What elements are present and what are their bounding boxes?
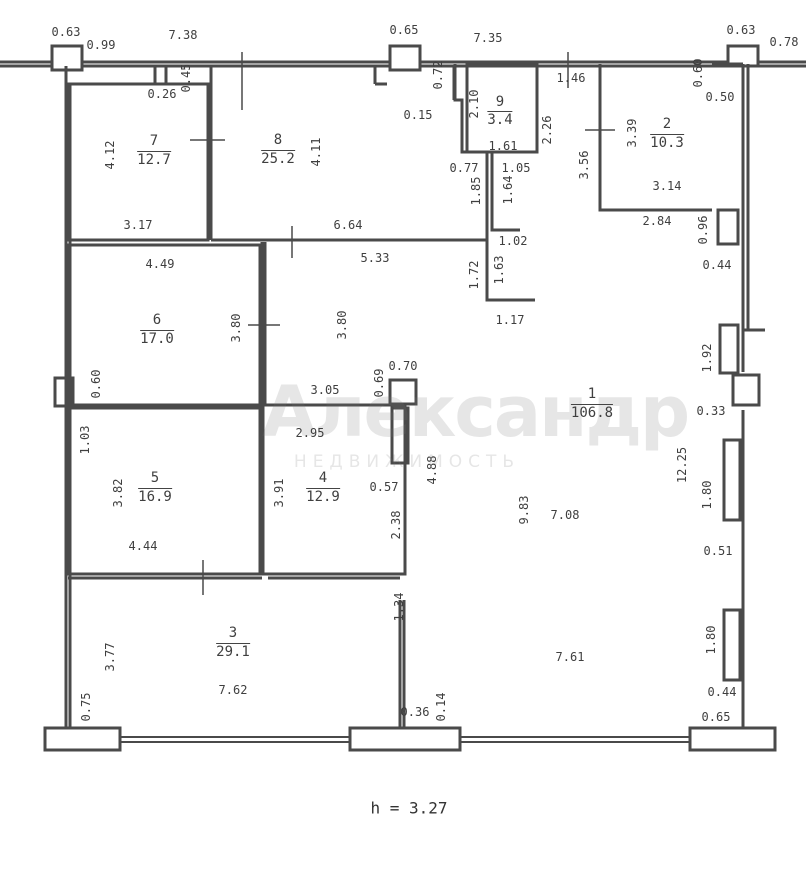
dimension: 0.60 [89, 369, 103, 399]
ceiling-height: h = 3.27 [370, 798, 448, 818]
dimension: 1.61 [488, 139, 518, 153]
room-number: 4 [318, 470, 328, 486]
dimension: 3.39 [625, 118, 639, 148]
dimension: 3.80 [229, 313, 243, 343]
dimension: 1.92 [700, 343, 714, 373]
dimension: 4.12 [103, 140, 117, 170]
dimension: 0.51 [703, 544, 733, 558]
dimension: 1.05 [501, 161, 531, 175]
dimension: 7.35 [473, 31, 503, 45]
dimension: 1.80 [704, 625, 718, 655]
dimension: 0.63 [726, 23, 756, 37]
dimension: 0.44 [707, 685, 737, 699]
dimension: 6.64 [333, 218, 363, 232]
room-area: 29.1 [216, 643, 250, 660]
dimension: 0.70 [388, 359, 418, 373]
dimension: 0.77 [449, 161, 479, 175]
dimension: 9.83 [517, 495, 531, 525]
dimension: 0.44 [702, 258, 732, 272]
dimension: 3.14 [652, 179, 682, 193]
dimension: 3.80 [335, 310, 349, 340]
dimension: 0.45 [179, 63, 193, 93]
dimension: 1.03 [78, 425, 92, 455]
dimension: 5.33 [360, 251, 390, 265]
room-area: 16.9 [138, 488, 172, 505]
room-number: 7 [149, 133, 159, 149]
dimension: 4.49 [145, 257, 175, 271]
dimension: 1.02 [498, 234, 528, 248]
dimension: 0.63 [51, 25, 81, 39]
dimension: 3.05 [310, 383, 340, 397]
dimension: 0.50 [705, 90, 735, 104]
dimension: 0.69 [372, 368, 386, 398]
dimension: 0.14 [434, 692, 448, 722]
dimension: 1.46 [556, 71, 586, 85]
dimension: 1.80 [700, 480, 714, 510]
dimension: 3.56 [577, 150, 591, 180]
dimension: 0.75 [79, 692, 93, 722]
dimension: 1.17 [495, 313, 525, 327]
dimension: 4.44 [128, 539, 158, 553]
room-number: 2 [662, 116, 672, 132]
room-number: 9 [495, 94, 505, 110]
dimension: 0.72 [431, 60, 445, 90]
dimension: 4.11 [309, 137, 323, 167]
room-number: 3 [228, 625, 238, 641]
dimension: 0.65 [701, 710, 731, 724]
dimension: 3.82 [111, 478, 125, 508]
dimension: 1.34 [392, 592, 406, 622]
dimension: 2.38 [389, 510, 403, 540]
dimension: 7.08 [550, 508, 580, 522]
dimension: 4.88 [425, 455, 439, 485]
dimension: 0.60 [691, 58, 705, 88]
dimension: 1.63 [492, 255, 506, 285]
dimension: 7.61 [555, 650, 585, 664]
dimension: 0.26 [147, 87, 177, 101]
room-number: 6 [152, 312, 162, 328]
room-area: 106.8 [570, 404, 614, 421]
dimension: 7.38 [168, 28, 198, 42]
dimension: 12.25 [675, 446, 689, 484]
dimension: 2.10 [467, 89, 481, 119]
room-area: 12.9 [306, 488, 340, 505]
dimension: 0.57 [369, 480, 399, 494]
dimension: 0.99 [86, 38, 116, 52]
dimension: 2.95 [295, 426, 325, 440]
room-number: 5 [150, 470, 160, 486]
dimension: 2.26 [540, 115, 554, 145]
dimension: 1.85 [469, 176, 483, 206]
dimension: 1.72 [467, 260, 481, 290]
dimension: 2.84 [642, 214, 672, 228]
dimension: 3.91 [272, 478, 286, 508]
dimension: 0.15 [403, 108, 433, 122]
room-area: 12.7 [137, 151, 171, 168]
dimension: 0.65 [389, 23, 419, 37]
dimension: 3.17 [123, 218, 153, 232]
room-number: 1 [587, 386, 597, 402]
dimension: 0.36 [400, 705, 430, 719]
dimension: 7.62 [218, 683, 248, 697]
room-area: 3.4 [487, 111, 513, 128]
room-area: 17.0 [140, 330, 174, 347]
dimension: 0.96 [696, 215, 710, 245]
dimension: 3.77 [103, 642, 117, 672]
dimension: 0.33 [696, 404, 726, 418]
room-area: 25.2 [261, 150, 295, 167]
room-number: 8 [273, 132, 283, 148]
dimension: 0.78 [769, 35, 799, 49]
dimension: 1.64 [501, 175, 515, 205]
room-area: 10.3 [650, 134, 684, 151]
